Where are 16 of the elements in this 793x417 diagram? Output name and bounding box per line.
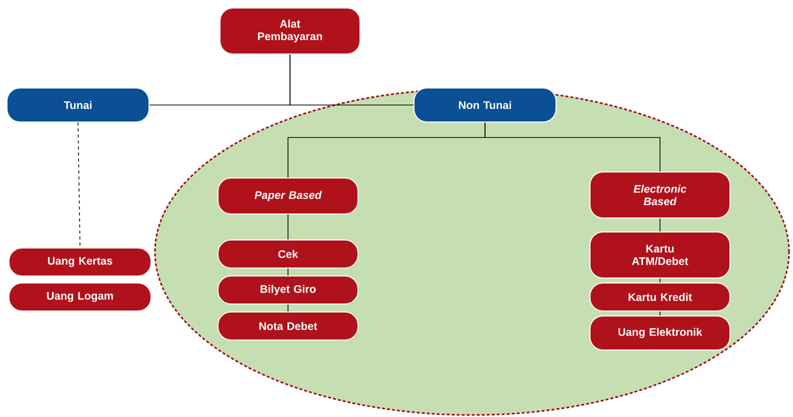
category-pill: Tunai (6, 88, 150, 122)
item-pill: Uang Elektronik (590, 316, 730, 350)
item-pill: Nota Debet (218, 312, 358, 340)
item-pill: Kartu ATM/Debet (590, 232, 730, 278)
category-pill: Electronic Based (590, 172, 730, 218)
category-pill: Paper Based (218, 178, 358, 214)
item-pill: Cek (218, 240, 358, 268)
connector-line (78, 122, 80, 248)
item-pill: Kartu Kredit (590, 282, 730, 312)
item-pill: Bilyet Giro (218, 276, 358, 304)
item-pill: Uang Logam (8, 282, 152, 312)
connector-line (290, 54, 414, 106)
category-pill: Alat Pembayaran (220, 8, 360, 54)
connector-line (484, 122, 660, 172)
item-pill: Uang Kertas (8, 248, 152, 276)
category-pill: Non Tunai (414, 88, 556, 122)
